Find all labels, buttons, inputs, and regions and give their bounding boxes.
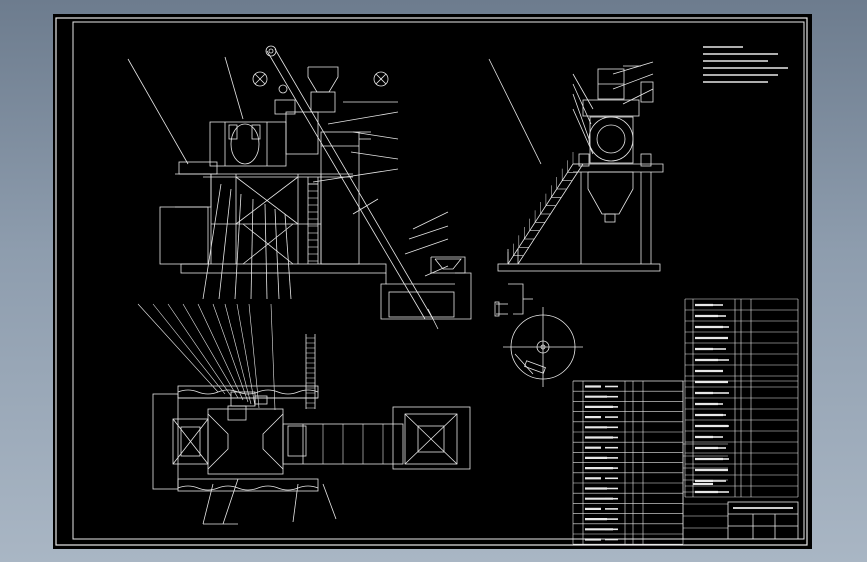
plan-view: [137, 303, 471, 525]
elevation-view: [127, 45, 472, 330]
drawing-frame: [55, 17, 808, 546]
cad-drawing: [55, 17, 808, 546]
technical-notes: [703, 46, 788, 83]
detail-view: [494, 283, 583, 387]
side-view: [488, 58, 664, 272]
title-block-stamp: [727, 501, 799, 540]
drawing-sheet: [53, 14, 812, 549]
title-block-table: [572, 380, 798, 545]
parts-list-table: [684, 298, 799, 498]
